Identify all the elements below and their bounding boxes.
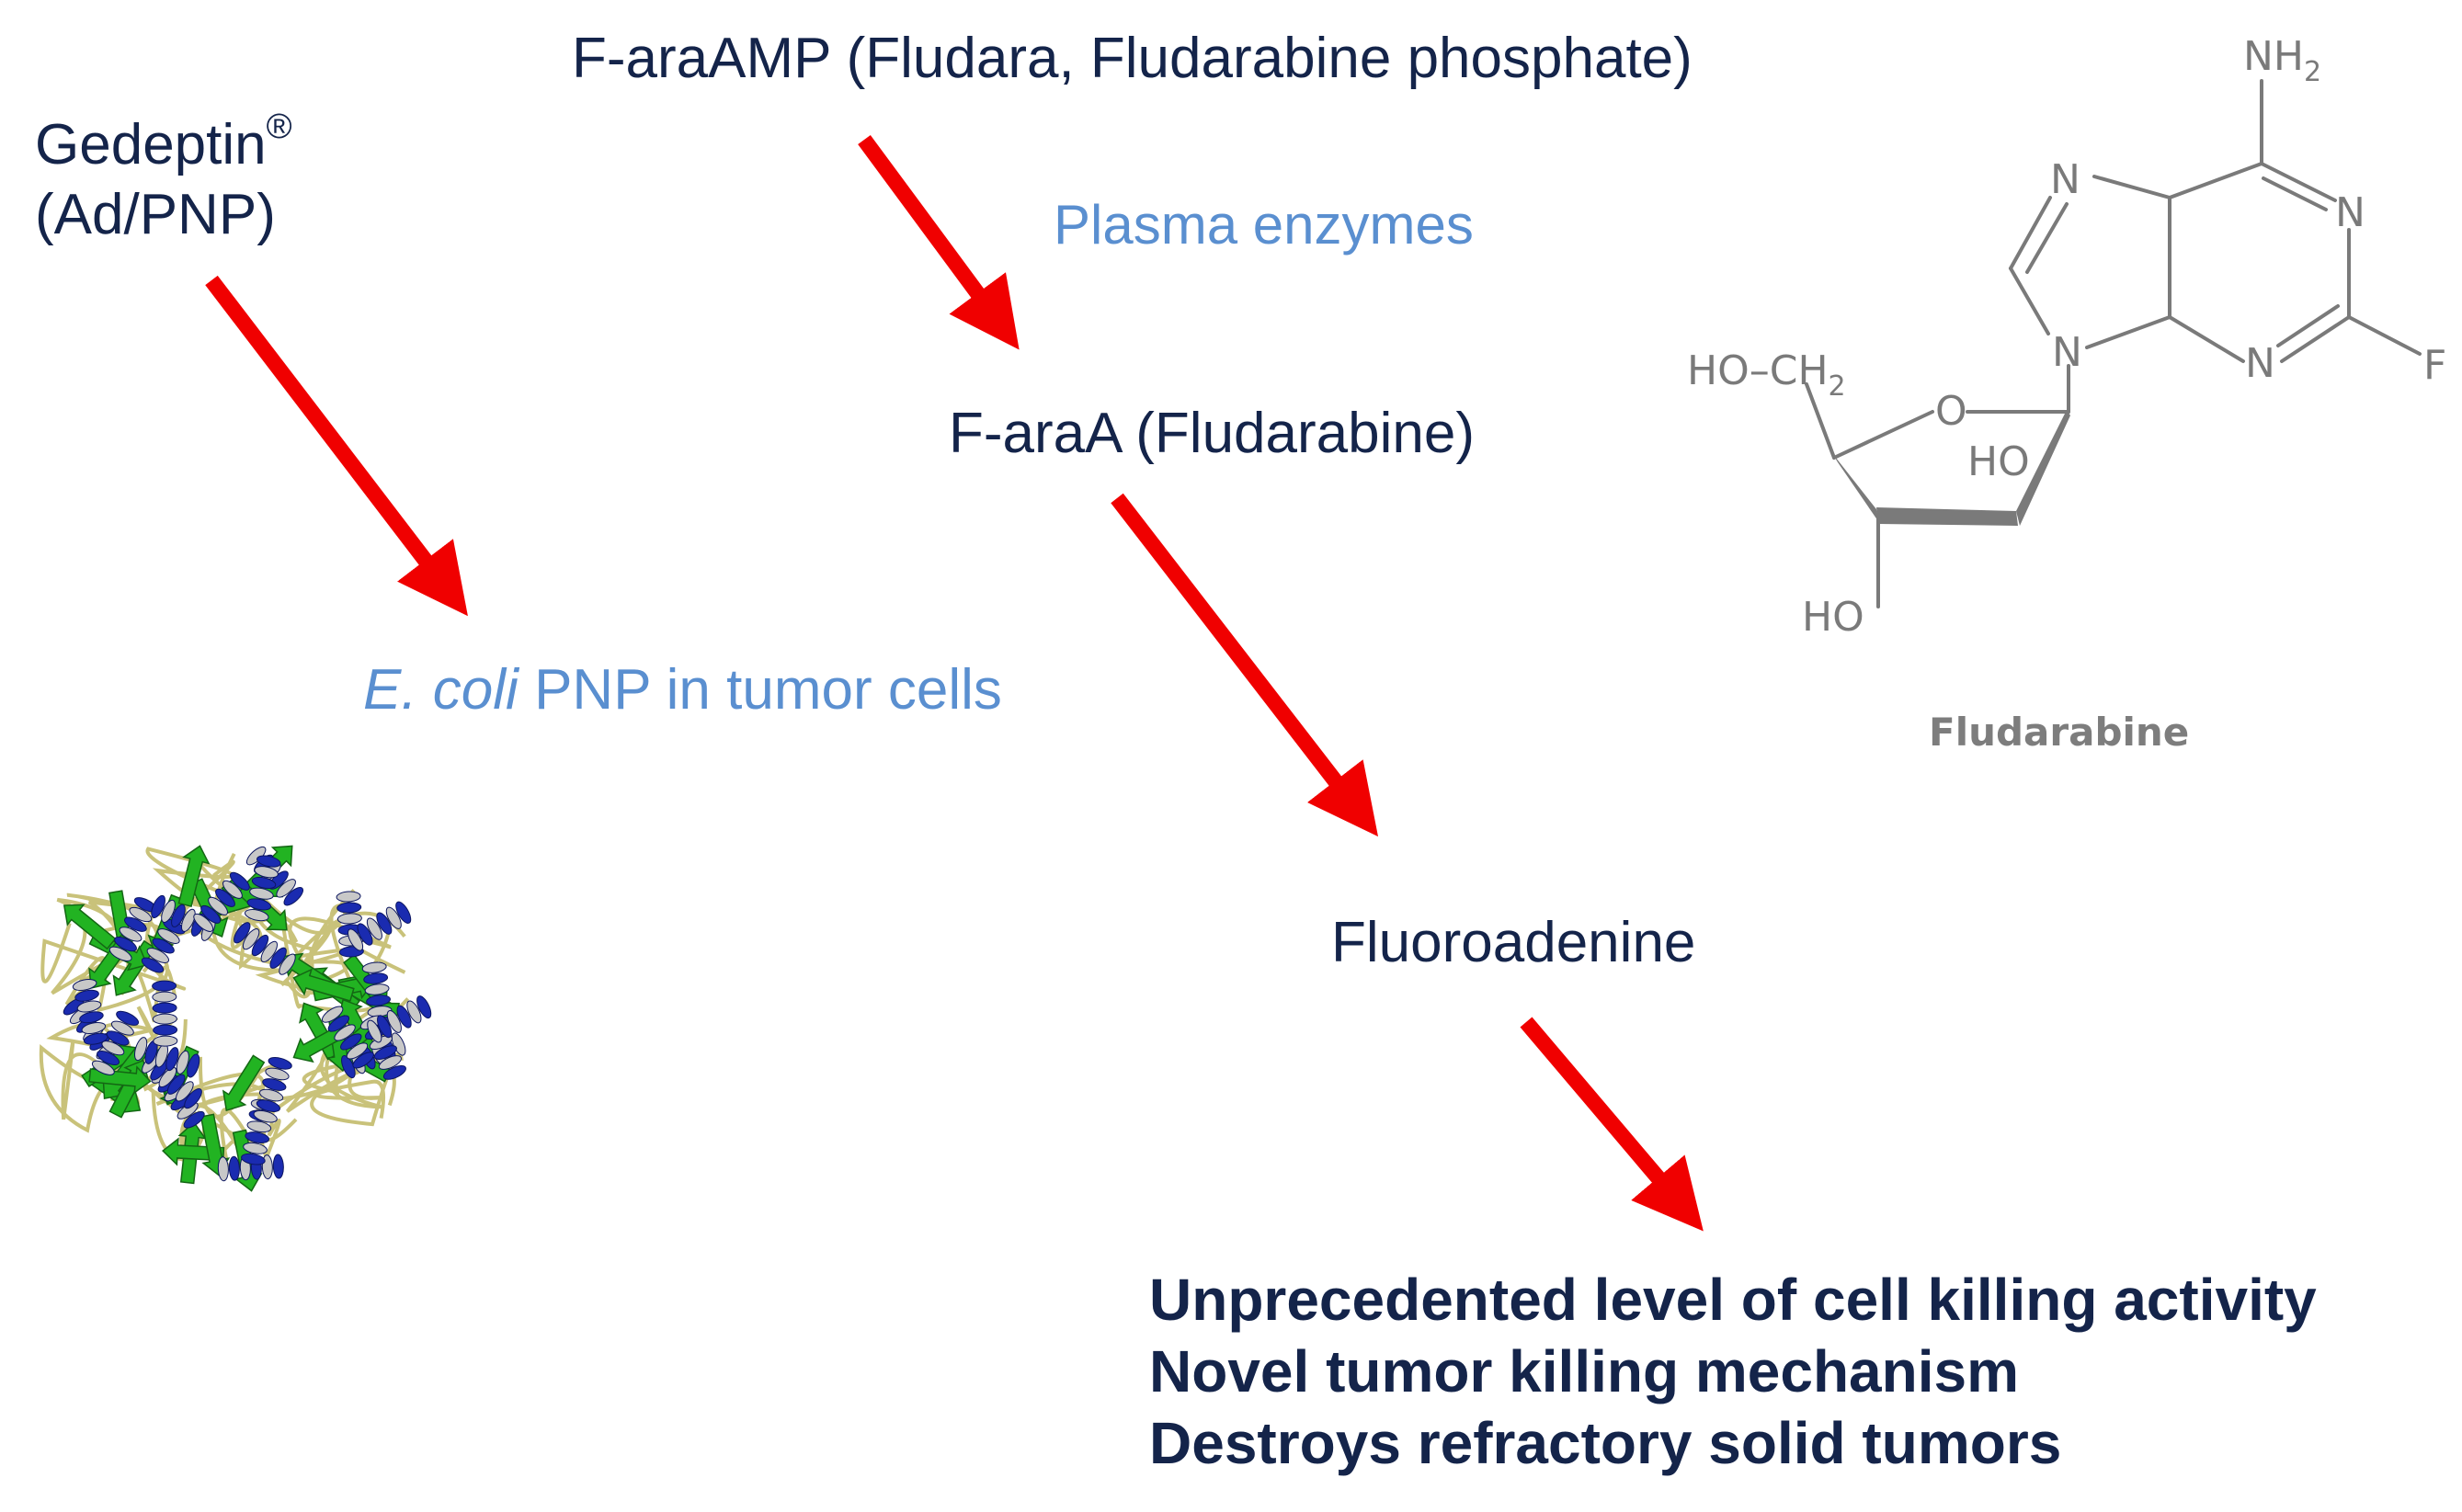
vector-detail-label: (Ad/PNP) — [35, 183, 276, 246]
atom-n9: N — [2052, 329, 2082, 376]
arrow-fluoroadenine-to-outcomes — [1520, 1017, 1704, 1232]
enzyme-rest: PNP in tumor cells — [518, 658, 1002, 722]
outcome-3: Destroys refractory solid tumors — [1149, 1410, 2062, 1476]
atom-nh2: NH2 — [2243, 33, 2321, 88]
fluoroadenine-label: Fluoroadenine — [1331, 911, 1696, 974]
arrow-fludarabine-to-fluoroadenine — [1111, 493, 1379, 837]
registered-mark: ® — [266, 108, 292, 146]
vector-name-text: Gedeptin — [35, 113, 267, 176]
atom-n1: N — [2335, 189, 2365, 236]
plasma-enzymes-label: Plasma enzymes — [1054, 194, 1474, 256]
prodrug-label: F-araAMP (Fludara, Fludarabine phosphate… — [572, 27, 1693, 90]
arrow-prodrug-to-fludarabine — [858, 134, 1020, 350]
arrow-vector-to-pnp — [205, 275, 468, 617]
vector-name-label: Gedeptin® — [35, 109, 292, 177]
enzyme-label: E. coli PNP in tumor cells — [363, 657, 1002, 722]
atom-ho-bottom: HO — [1802, 594, 1864, 641]
enzyme-organism: E. coli — [363, 658, 519, 722]
atom-n3: N — [2245, 340, 2275, 387]
atom-ho-ring: HO — [1967, 438, 2030, 485]
atom-ho-ch2: HO–CH2 — [1687, 347, 1846, 403]
fludarabine-label: F-araA (Fludarabine) — [949, 402, 1476, 465]
structure-caption: Fludarabine — [1929, 710, 2190, 755]
atom-f: F — [2423, 342, 2446, 389]
outcome-2: Novel tumor killing mechanism — [1149, 1338, 2019, 1404]
outcome-1: Unprecedented level of cell killing acti… — [1149, 1267, 2317, 1333]
atom-n7: N — [2050, 156, 2080, 203]
atom-ring-oxygen: O — [1935, 388, 1967, 435]
